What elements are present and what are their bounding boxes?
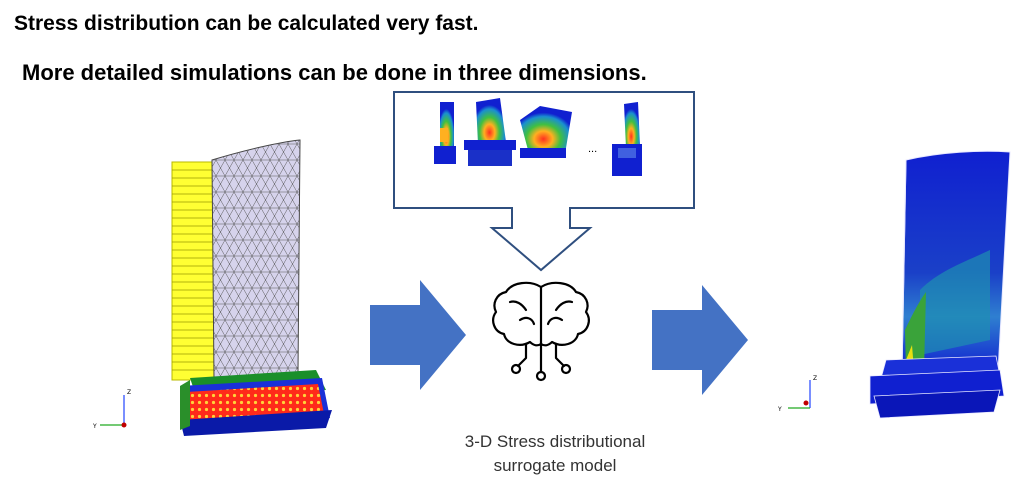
load-arrows [171, 161, 217, 381]
thumbnail-sim-1 [434, 102, 456, 164]
axis-z-label-right: Z [813, 375, 817, 382]
training-data-callout: ... [393, 91, 695, 272]
axis-y-label-right: Y [777, 406, 782, 413]
ellipsis-more-samples: ... [588, 143, 597, 155]
axis-z-label-left: Z [127, 389, 131, 396]
heading-line-1: Stress distribution can be calculated ve… [14, 12, 479, 35]
thumbnail-sim-3 [520, 106, 572, 158]
axis-triad-left: Z Y [92, 389, 131, 430]
caption-line-2: surrogate model [493, 456, 617, 475]
stress-result-model-image [869, 150, 1011, 419]
fe-mesh-model-image [171, 139, 332, 436]
thumbnail-sim-2 [464, 98, 516, 166]
mesh-platform [180, 370, 332, 436]
axis-triad-right: Z Y [777, 375, 817, 413]
arrow-right-2 [652, 285, 748, 395]
arrow-right-1 [370, 280, 466, 390]
caption-line-1: 3-D Stress distributional [464, 432, 646, 451]
surrogate-model-caption: 3-D Stress distributional surrogate mode… [405, 430, 705, 478]
thumbnail-sim-4 [612, 102, 642, 176]
axis-y-label-left: Y [92, 423, 97, 430]
heading-line-2: More detailed simulations can be done in… [22, 60, 647, 85]
brain-circuit-icon [492, 281, 590, 382]
